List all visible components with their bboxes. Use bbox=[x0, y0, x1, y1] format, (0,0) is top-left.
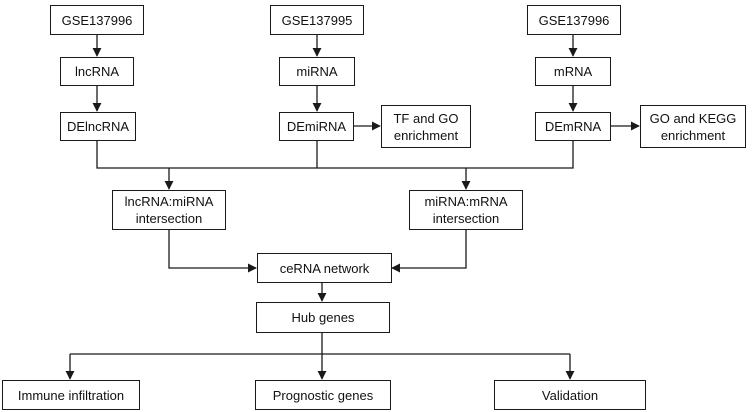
edge-lnc-mi-to-cerna bbox=[168, 230, 257, 273]
edge-delncrna-demirna-merge bbox=[96, 141, 466, 169]
lncrna-box: lncRNA bbox=[60, 57, 134, 86]
tf-go-enrichment-box: TF and GO enrichment bbox=[381, 105, 471, 148]
gse-mrna-dataset-box: GSE137996 bbox=[527, 5, 621, 35]
edge-demrna-merge bbox=[466, 141, 574, 169]
edge-mi-m-to-cerna bbox=[391, 230, 467, 273]
mirna-mrna-intersection-box: miRNA:mRNA intersection bbox=[409, 190, 523, 230]
demrna-box: DEmRNA bbox=[535, 112, 611, 141]
gse-mirna-dataset-box: GSE137995 bbox=[270, 5, 364, 35]
hub-genes-box: Hub genes bbox=[256, 302, 390, 333]
mirna-box: miRNA bbox=[279, 57, 355, 86]
cerna-network-box: ceRNA network bbox=[257, 253, 392, 283]
prognostic-genes-box: Prognostic genes bbox=[255, 380, 391, 410]
gse-lncrna-dataset-box: GSE137996 bbox=[50, 5, 144, 35]
go-kegg-enrichment-box: GO and KEGG enrichment bbox=[640, 105, 746, 148]
demirna-box: DEmiRNA bbox=[279, 112, 354, 141]
mrna-box: mRNA bbox=[535, 57, 611, 86]
validation-box: Validation bbox=[494, 380, 646, 410]
delncrna-box: DElncRNA bbox=[60, 112, 136, 141]
immune-infiltration-box: Immune infiltration bbox=[2, 380, 140, 410]
lncrna-mirna-intersection-box: lncRNA:miRNA intersection bbox=[112, 190, 226, 230]
